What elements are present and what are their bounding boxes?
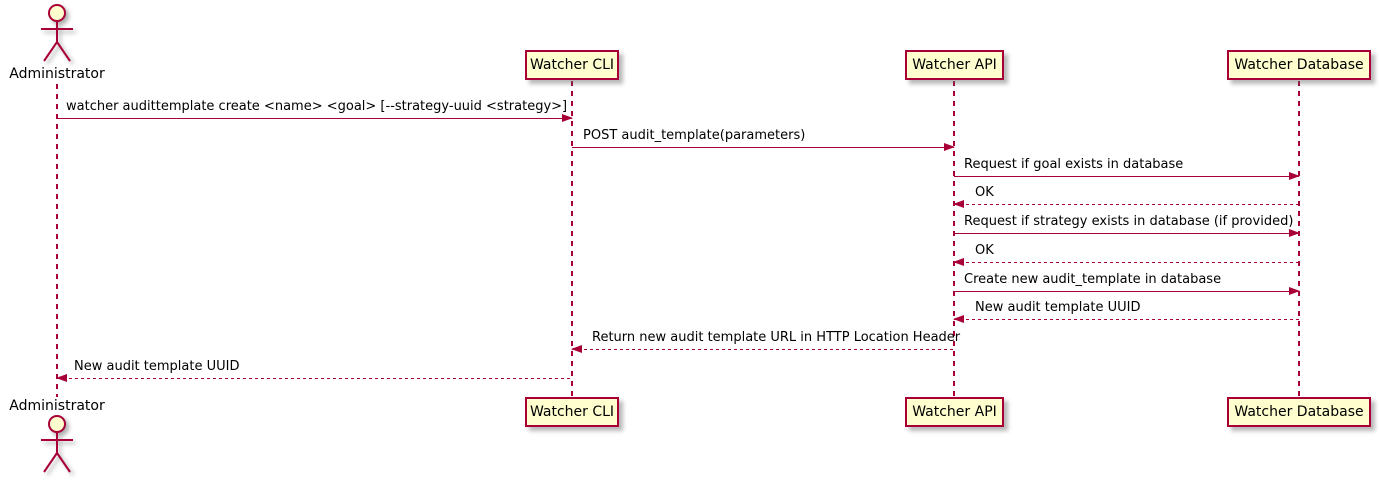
message-label: New audit template UUID bbox=[975, 300, 1141, 315]
participant-watcher-database-top: Watcher Database bbox=[1227, 50, 1371, 80]
message-label: watcher audittemplate create <name> <goa… bbox=[66, 99, 568, 114]
participant-label: Watcher CLI bbox=[529, 57, 615, 73]
participant-label: Watcher API bbox=[912, 404, 997, 420]
arrow-left-icon bbox=[953, 258, 964, 266]
message-label: Request if strategy exists in database (… bbox=[964, 214, 1294, 229]
message-label: Request if goal exists in database bbox=[964, 157, 1184, 172]
message-label: OK bbox=[975, 185, 994, 200]
participant-watcher-cli-top: Watcher CLI bbox=[525, 50, 619, 80]
message-line bbox=[57, 118, 572, 119]
participant-watcher-api-bottom: Watcher API bbox=[905, 397, 1004, 427]
arrow-right-icon bbox=[944, 143, 955, 151]
arrow-left-icon bbox=[56, 374, 67, 382]
message-line bbox=[954, 262, 1299, 263]
arrow-left-icon bbox=[953, 200, 964, 208]
message-label: Create new audit_template in database bbox=[964, 272, 1222, 287]
message-line bbox=[572, 349, 954, 350]
message-label: Return new audit template URL in HTTP Lo… bbox=[592, 330, 961, 345]
message-line bbox=[954, 176, 1299, 177]
participant-label: Watcher Database bbox=[1234, 57, 1364, 73]
message-label: New audit template UUID bbox=[74, 359, 240, 374]
participant-label: Watcher Database bbox=[1234, 404, 1364, 420]
actor-label-top: Administrator bbox=[9, 66, 105, 82]
participant-watcher-database-bottom: Watcher Database bbox=[1227, 397, 1371, 427]
arrow-right-icon bbox=[1289, 172, 1300, 180]
participant-label: Watcher CLI bbox=[529, 404, 615, 420]
message-line bbox=[954, 291, 1299, 292]
arrow-left-icon bbox=[953, 315, 964, 323]
message-line bbox=[954, 204, 1299, 205]
arrow-left-icon bbox=[571, 345, 582, 353]
arrow-right-icon bbox=[562, 114, 573, 122]
participant-watcher-api-top: Watcher API bbox=[905, 50, 1004, 80]
participant-watcher-cli-bottom: Watcher CLI bbox=[525, 397, 619, 427]
actor-icon bbox=[41, 415, 73, 473]
arrow-right-icon bbox=[1289, 229, 1300, 237]
lifeline-watcher-cli bbox=[571, 81, 573, 397]
message-line bbox=[57, 378, 572, 379]
arrow-right-icon bbox=[1289, 287, 1300, 295]
lifeline-administrator bbox=[56, 84, 58, 397]
message-label: OK bbox=[975, 243, 994, 258]
lifeline-watcher-api bbox=[953, 81, 955, 397]
message-line bbox=[954, 233, 1299, 234]
message-label: POST audit_template(parameters) bbox=[583, 128, 806, 143]
message-line bbox=[572, 147, 954, 148]
lifeline-watcher-database bbox=[1298, 81, 1300, 397]
participant-label: Watcher API bbox=[912, 57, 997, 73]
actor-icon bbox=[41, 4, 73, 62]
message-line bbox=[954, 319, 1299, 320]
actor-label-bottom: Administrator bbox=[9, 398, 105, 414]
